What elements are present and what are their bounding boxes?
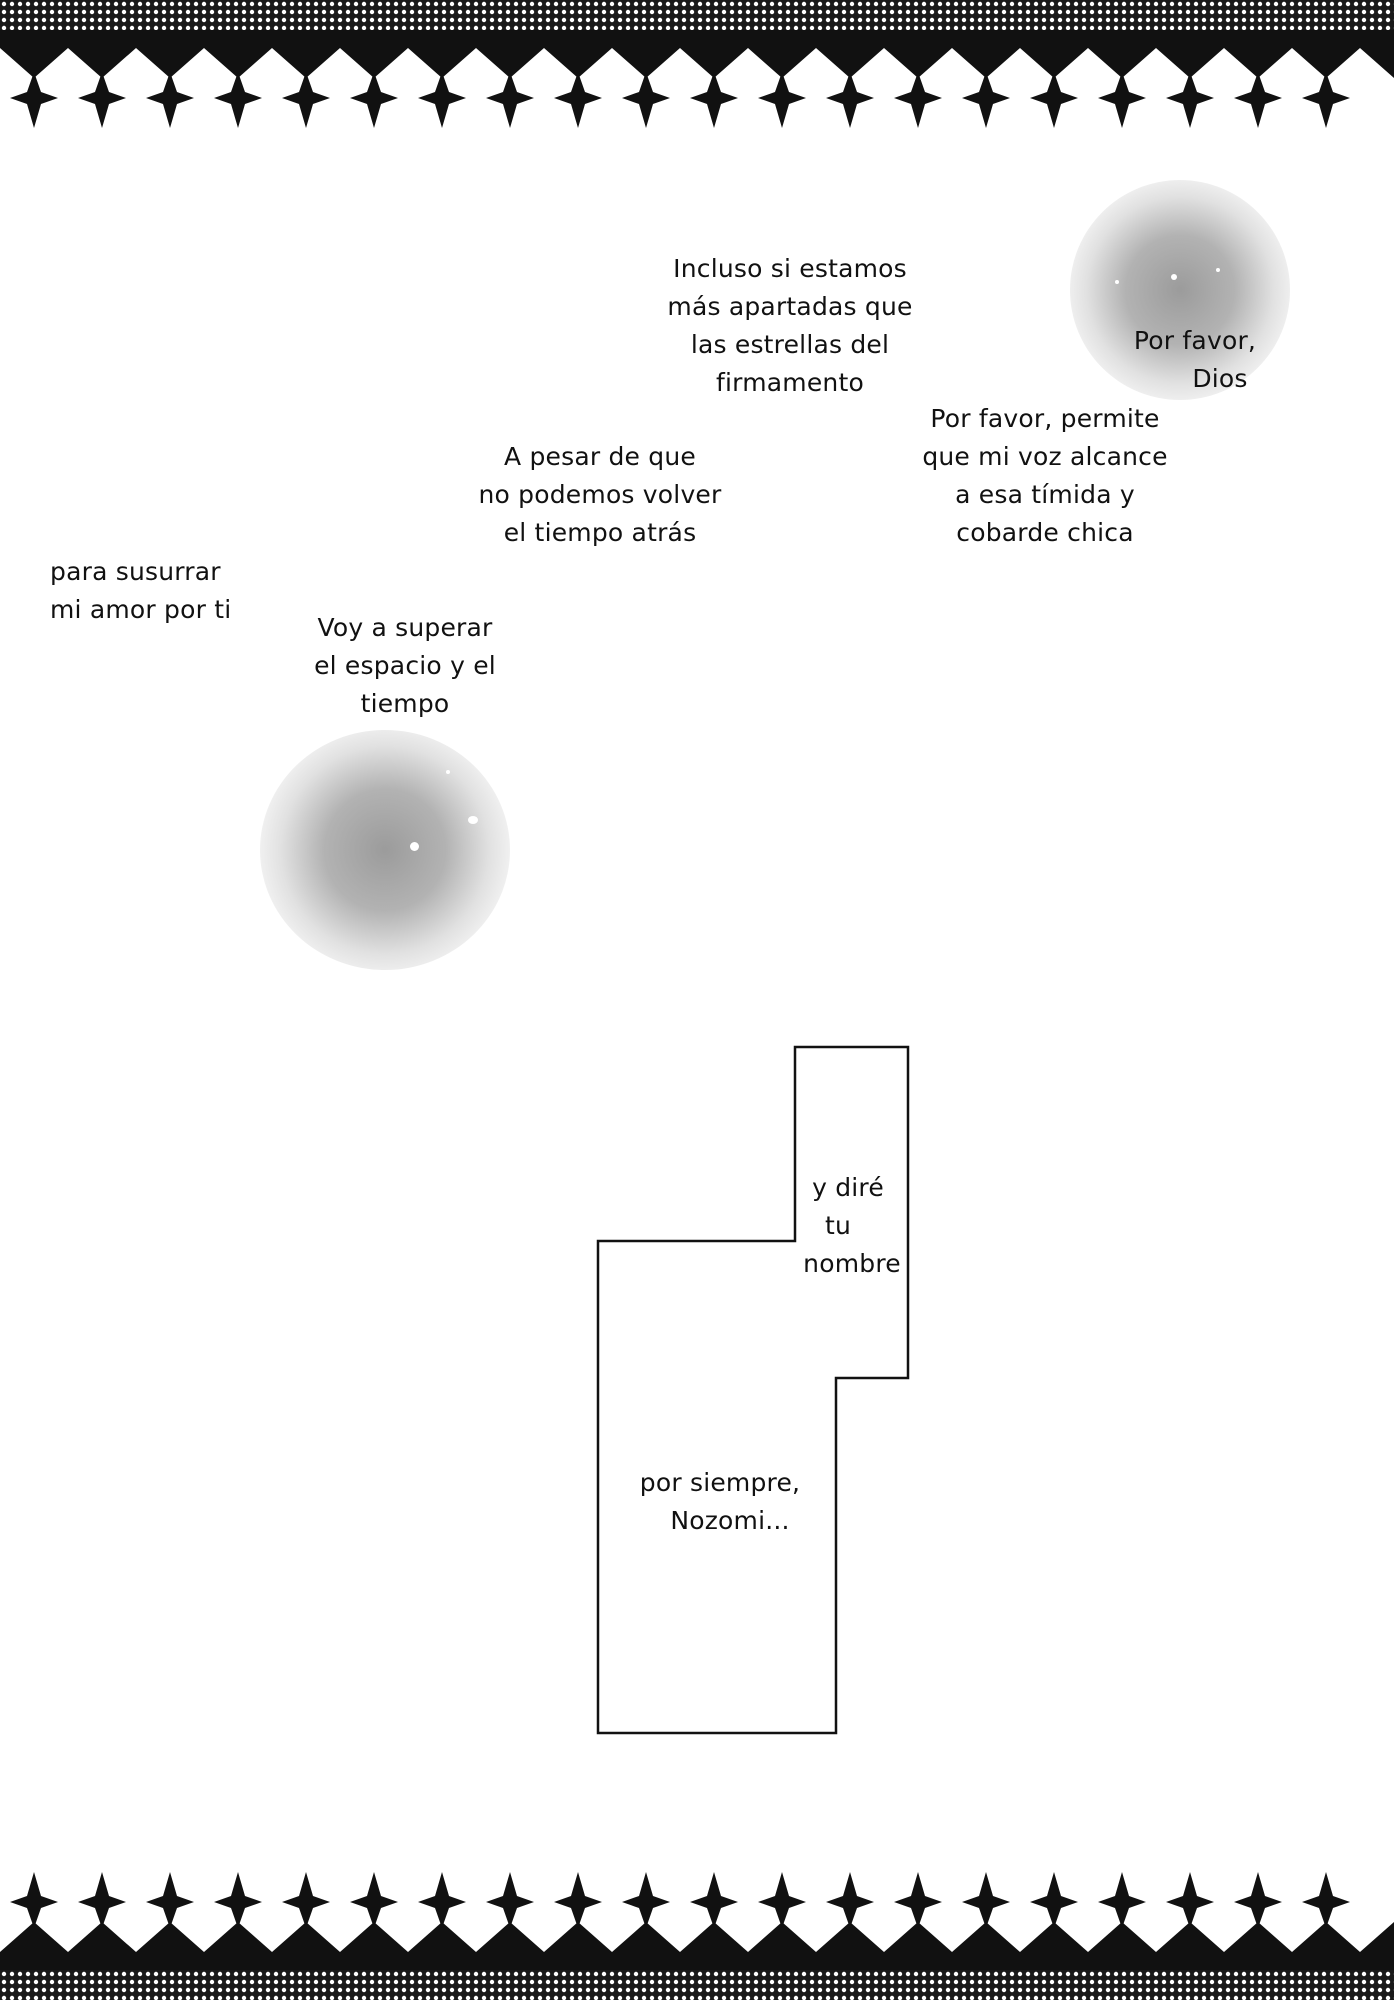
caption-line: a esa tímida y — [955, 480, 1135, 509]
lace-motif — [1098, 1872, 1146, 1928]
caption-para-susurrar: para susurrar mi amor por ti — [50, 553, 280, 629]
lace-motif — [554, 1872, 602, 1928]
lace-motif — [962, 72, 1010, 128]
lace-motif — [10, 72, 58, 128]
lace-motif — [1030, 72, 1078, 128]
lace-motif — [690, 72, 738, 128]
caption-line: Voy a superar — [317, 613, 493, 642]
sparkle-icon — [1171, 274, 1177, 280]
glow-orb-left — [260, 730, 510, 970]
lace-motif — [894, 72, 942, 128]
bottom-lace-border — [0, 1872, 1394, 2000]
sparkle-icon — [410, 842, 419, 851]
caption-voy-a-superar: Voy a superar el espacio y el tiempo — [290, 609, 520, 723]
lace-motif — [554, 72, 602, 128]
lace-motif — [418, 1872, 466, 1928]
lace-motif — [350, 72, 398, 128]
lace-motif — [758, 1872, 806, 1928]
caption-line: más apartadas que — [667, 292, 913, 321]
lace-motif — [78, 72, 126, 128]
caption-a-pesar: A pesar de que no podemos volver el tiem… — [460, 438, 740, 552]
lace-motif — [1098, 72, 1146, 128]
lace-motif — [1030, 1872, 1078, 1928]
lace-motif — [894, 1872, 942, 1928]
caption-line: y diré — [812, 1173, 884, 1202]
caption-line: Nozomi... — [670, 1506, 790, 1535]
caption-line: tu — [824, 1211, 852, 1240]
lace-motif — [78, 1872, 126, 1928]
caption-line: Dios — [1192, 364, 1248, 393]
lace-motif — [1234, 72, 1282, 128]
lace-motif — [962, 1872, 1010, 1928]
lace-motif — [758, 72, 806, 128]
lace-motif — [10, 1872, 58, 1928]
glow-orb-top-right — [1070, 180, 1290, 400]
lace-motif — [282, 72, 330, 128]
caption-y-dire: y diré tu nombre — [792, 1169, 912, 1283]
caption-line: para susurrar — [50, 557, 221, 586]
caption-line: Por favor, — [1133, 326, 1257, 355]
lace-motif — [214, 72, 262, 128]
lace-motif — [826, 1872, 874, 1928]
lace-motif — [146, 1872, 194, 1928]
caption-line: por siempre, — [639, 1468, 801, 1497]
sparkle-icon — [1115, 280, 1119, 284]
caption-line: las estrellas del — [690, 330, 890, 359]
caption-line: el tiempo atrás — [503, 518, 697, 547]
lace-motif — [1166, 72, 1214, 128]
caption-incluso: Incluso si estamos más apartadas que las… — [640, 250, 940, 402]
sparkle-icon — [446, 770, 450, 774]
lace-motif — [214, 1872, 262, 1928]
caption-line: el espacio y el — [314, 651, 496, 680]
sparkle-icon — [468, 816, 478, 824]
caption-por-favor-permite: Por favor, permite que mi voz alcance a … — [900, 400, 1190, 552]
lace-motif — [1166, 1872, 1214, 1928]
caption-line: A pesar de que — [504, 442, 696, 471]
lace-motif — [486, 1872, 534, 1928]
caption-line: Por favor, permite — [930, 404, 1160, 433]
lace-motif — [350, 1872, 398, 1928]
lace-motif — [622, 1872, 670, 1928]
lace-motif — [282, 1872, 330, 1928]
lace-motif — [1234, 1872, 1282, 1928]
caption-line: Incluso si estamos — [673, 254, 907, 283]
caption-por-siempre: por siempre, Nozomi... — [610, 1464, 830, 1540]
caption-line: no podemos volver — [478, 480, 722, 509]
caption-line: que mi voz alcance — [922, 442, 1168, 471]
lace-motif — [1302, 1872, 1350, 1928]
caption-line: nombre — [803, 1249, 901, 1278]
caption-line: mi amor por ti — [50, 595, 232, 624]
lace-motif — [1302, 72, 1350, 128]
caption-line: cobarde chica — [956, 518, 1134, 547]
lace-motif — [486, 72, 534, 128]
top-lace-border — [0, 0, 1394, 128]
lace-motif — [622, 72, 670, 128]
caption-por-favor-dios: Por favor, Dios — [1110, 322, 1280, 398]
lace-motif — [826, 72, 874, 128]
caption-line: firmamento — [716, 368, 864, 397]
caption-line: tiempo — [360, 689, 450, 718]
lace-motif — [418, 72, 466, 128]
lace-motif — [690, 1872, 738, 1928]
sparkle-icon — [1216, 268, 1220, 272]
lace-motif — [146, 72, 194, 128]
